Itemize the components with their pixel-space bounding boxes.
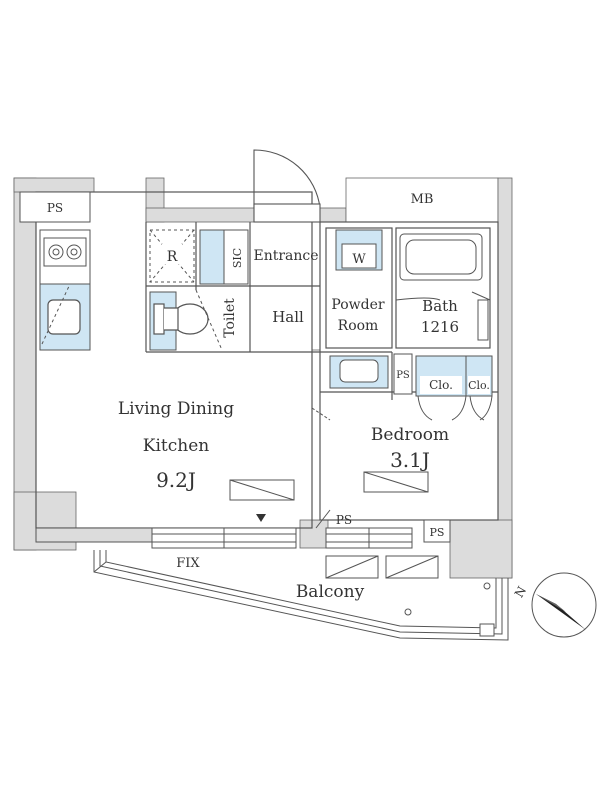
ps-mid-label: PS	[396, 370, 410, 381]
ps-top-left-box	[19, 191, 91, 223]
kitchen-counter	[39, 229, 91, 351]
toilet-icon	[153, 303, 209, 335]
closet-doors	[417, 395, 493, 421]
ps-bottom-right-label: PS	[430, 526, 445, 539]
bath-size: 1216	[421, 318, 459, 336]
walls	[13, 177, 513, 579]
room-outlines	[35, 191, 499, 529]
ldk-label-1: Living Dining	[118, 399, 234, 419]
ps-top-left-label: PS	[47, 201, 63, 215]
washer-label: W	[352, 252, 366, 267]
hall-label: Hall	[272, 308, 304, 326]
sic-label: SIC	[231, 248, 244, 268]
ldk-size: 9.2J	[156, 468, 196, 492]
air-conditioner-icon	[229, 479, 295, 501]
bedroom-size: 3.1J	[390, 448, 430, 472]
mb-label: MB	[411, 192, 434, 207]
compass-north-label: N	[512, 584, 529, 600]
toilet-room	[149, 289, 223, 351]
toilet-label: Toilet	[222, 298, 238, 338]
windows	[35, 527, 413, 549]
bath-label: Bath	[422, 297, 458, 315]
refrigerator-label: R	[167, 249, 178, 265]
bathtub	[395, 233, 483, 301]
powder-room-label-2: Room	[338, 318, 379, 334]
closet-2-label: Clo.	[468, 379, 490, 392]
ldk-label-2: Kitchen	[143, 436, 209, 456]
north-compass-icon	[531, 572, 597, 638]
ps-mid-box	[393, 353, 413, 395]
bedroom-label: Bedroom	[371, 425, 449, 445]
balcony-label: Balcony	[296, 582, 365, 602]
closet-1-label: Clo.	[429, 378, 453, 392]
fix-label: FIX	[176, 556, 200, 571]
bedroom-air-conditioner-icon	[363, 471, 429, 493]
sink-icon	[47, 299, 81, 335]
sic-closet	[199, 229, 225, 285]
interior-door	[311, 360, 331, 421]
distribution-board-icon	[256, 514, 266, 522]
refrigerator-space	[149, 229, 195, 283]
ps-bottom-mid-label: PS	[336, 513, 352, 527]
drain-icon	[404, 608, 412, 616]
stove-icon	[43, 237, 87, 267]
outdoor-unit-icon	[325, 555, 439, 579]
powder-room-label-1: Powder	[331, 297, 385, 313]
ps-bottom-right-box	[423, 519, 451, 543]
balcony-hatch	[479, 623, 495, 637]
drain-icon-2	[483, 582, 491, 590]
balcony	[93, 550, 509, 641]
entrance-label: Entrance	[253, 248, 318, 264]
entrance-door	[253, 149, 321, 223]
